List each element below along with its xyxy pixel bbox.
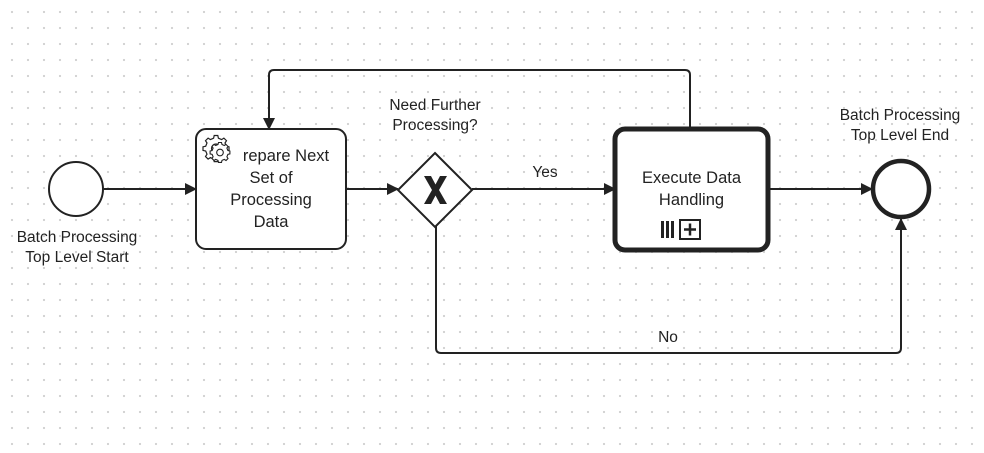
flow-loop-back[interactable] — [263, 69, 691, 130]
parallel-multi-instance-icon — [661, 221, 674, 238]
prepare-task[interactable] — [195, 128, 347, 250]
end-event[interactable] — [870, 158, 932, 220]
gear-icon — [202, 134, 231, 163]
flow-gateway-no[interactable] — [435, 218, 907, 354]
prepare-task-line2: Set of — [249, 169, 293, 187]
start-event-label-line2: Top Level Start — [25, 249, 129, 266]
yes-flow-label: Yes — [532, 164, 558, 181]
prepare-task-line3: Processing — [230, 191, 312, 209]
start-event-label-line1: Batch Processing — [16, 229, 138, 246]
execute-subprocess-line2: Handling — [658, 191, 725, 209]
collapsed-subprocess-plus-icon — [679, 219, 701, 240]
execute-subprocess-line1: Execute Data — [641, 169, 742, 187]
execute-subprocess[interactable] — [612, 126, 771, 253]
no-flow-label: No — [658, 329, 678, 346]
start-event-label: Batch Processing Top Level Start — [2, 228, 152, 268]
end-event-label: Batch Processing Top Level End — [825, 106, 975, 146]
prepare-task-line1: repare Next — [242, 147, 330, 165]
x-icon — [424, 176, 447, 204]
end-event-label-line1: Batch Processing — [839, 107, 961, 124]
prepare-task-line4: Data — [253, 213, 289, 231]
prepare-task-text: repare Next Set of Processing Data — [196, 129, 346, 249]
exclusive-gateway[interactable] — [396, 151, 474, 229]
start-event[interactable] — [48, 161, 104, 217]
end-event-label-line2: Top Level End — [850, 127, 950, 144]
gateway-label: Need Further Processing? — [360, 96, 510, 136]
execute-subprocess-text: Execute Data Handling — [615, 160, 768, 218]
gateway-label-line2: Processing? — [392, 117, 478, 134]
gateway-label-line1: Need Further — [389, 97, 481, 114]
